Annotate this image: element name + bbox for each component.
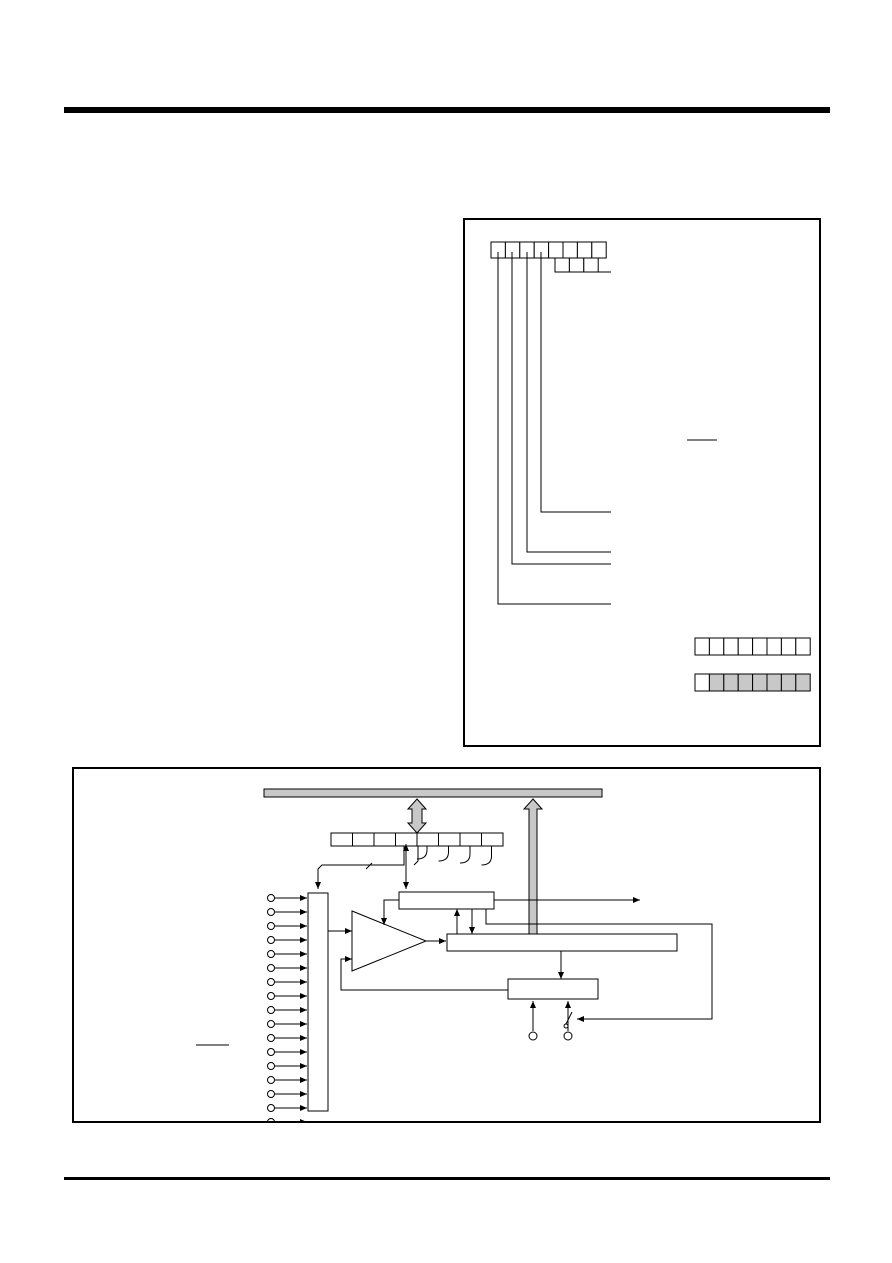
control-register-bit-cell — [373, 832, 396, 847]
example-register-1 — [694, 637, 811, 656]
analog-input-pin — [267, 978, 275, 986]
bit-leader-line — [497, 252, 611, 605]
register-bit-cell — [548, 241, 564, 259]
bit-leader-line — [526, 252, 611, 553]
control-register-bit-cell — [416, 832, 439, 847]
control-bit-tap — [481, 846, 492, 866]
successive-approximation-register — [446, 933, 678, 952]
switch-control-line — [485, 909, 713, 1022]
analog-input-pin — [267, 1006, 275, 1014]
example-bit-cell — [737, 673, 754, 692]
control-register-bit-cell — [352, 832, 375, 847]
bidirectional-bus-arrow — [406, 798, 428, 834]
register-low-bit-cell — [583, 257, 599, 273]
dac-block — [507, 978, 599, 1000]
analog-input-pin — [267, 992, 275, 1000]
block-diagram-panel — [72, 767, 821, 1123]
footer-rule — [64, 1177, 830, 1180]
control-register — [330, 832, 504, 847]
control-register-bit-cell — [330, 832, 353, 847]
example-bit-cell — [795, 673, 811, 692]
example-bit-cell — [723, 637, 739, 656]
analog-input-pin — [267, 964, 275, 972]
control-bit-tap — [413, 846, 419, 866]
analog-input-pins — [267, 894, 307, 1121]
example-bit-cell — [766, 673, 782, 692]
example-bit-cell — [694, 637, 710, 656]
register-diagram — [490, 241, 811, 692]
register-bit-cell — [562, 241, 578, 259]
bit-leader-line — [540, 252, 611, 513]
example-bit-cell — [752, 637, 768, 656]
example-bit-cell — [795, 637, 811, 656]
example-bit-cell — [780, 637, 797, 656]
analog-multiplexer — [307, 892, 329, 1112]
vref-pin — [528, 1031, 538, 1041]
data-bus — [263, 788, 603, 798]
result-to-bus-arrow — [522, 798, 544, 935]
analog-input-pin — [267, 1034, 275, 1042]
register-low-bit-cell — [554, 257, 570, 273]
register-bit-row — [490, 241, 607, 259]
analog-input-pin — [267, 1104, 275, 1112]
example-bit-cell — [708, 637, 725, 656]
control-bit-tap — [459, 846, 471, 864]
control-logic-block — [398, 891, 495, 910]
switch-contact — [563, 1023, 569, 1029]
analog-input-pin — [267, 894, 275, 902]
register-low-field — [554, 257, 599, 273]
bus-width-slash — [365, 862, 373, 870]
example-bit-cell — [694, 673, 710, 692]
select-line — [315, 846, 405, 889]
register-bit-cell — [504, 241, 521, 259]
register-description-panel — [463, 218, 821, 747]
control-register-bit-cell — [459, 832, 482, 847]
switch-pin — [563, 1031, 573, 1041]
analog-input-pin — [267, 1118, 275, 1121]
example-register-2 — [694, 673, 811, 692]
example-bit-cell — [766, 637, 782, 656]
control-register-bit-cell — [438, 832, 461, 847]
analog-input-pin — [267, 1076, 275, 1084]
analog-input-pin — [267, 922, 275, 930]
example-bit-cell — [723, 673, 739, 692]
example-bit-cell — [708, 673, 725, 692]
analog-input-pin — [267, 936, 275, 944]
example-bit-cell — [737, 637, 754, 656]
header-rule — [64, 107, 830, 113]
analog-input-pin — [267, 1090, 275, 1098]
register-low-bit-cell — [568, 257, 585, 273]
control-bit-tap — [438, 846, 449, 862]
example-bit-cell — [780, 673, 797, 692]
analog-input-pin — [267, 1048, 275, 1056]
logic-to-comparator-line — [381, 899, 399, 925]
control-bit-tap — [416, 846, 428, 860]
control-register-bit-cell — [481, 832, 504, 847]
comparator — [351, 910, 428, 972]
block-diagram — [196, 788, 713, 1121]
example-bit-cell — [752, 673, 768, 692]
bit-leader-line — [511, 252, 611, 565]
analog-input-pin — [267, 1020, 275, 1028]
register-bit-cell — [576, 241, 593, 259]
switch-lever — [565, 1011, 573, 1025]
analog-input-pin — [267, 950, 275, 958]
register-bit-cell — [591, 241, 607, 259]
analog-input-pin — [267, 908, 275, 916]
dac-feedback-line — [340, 956, 508, 991]
analog-input-pin — [267, 1062, 275, 1070]
control-bit-taps — [413, 846, 492, 866]
